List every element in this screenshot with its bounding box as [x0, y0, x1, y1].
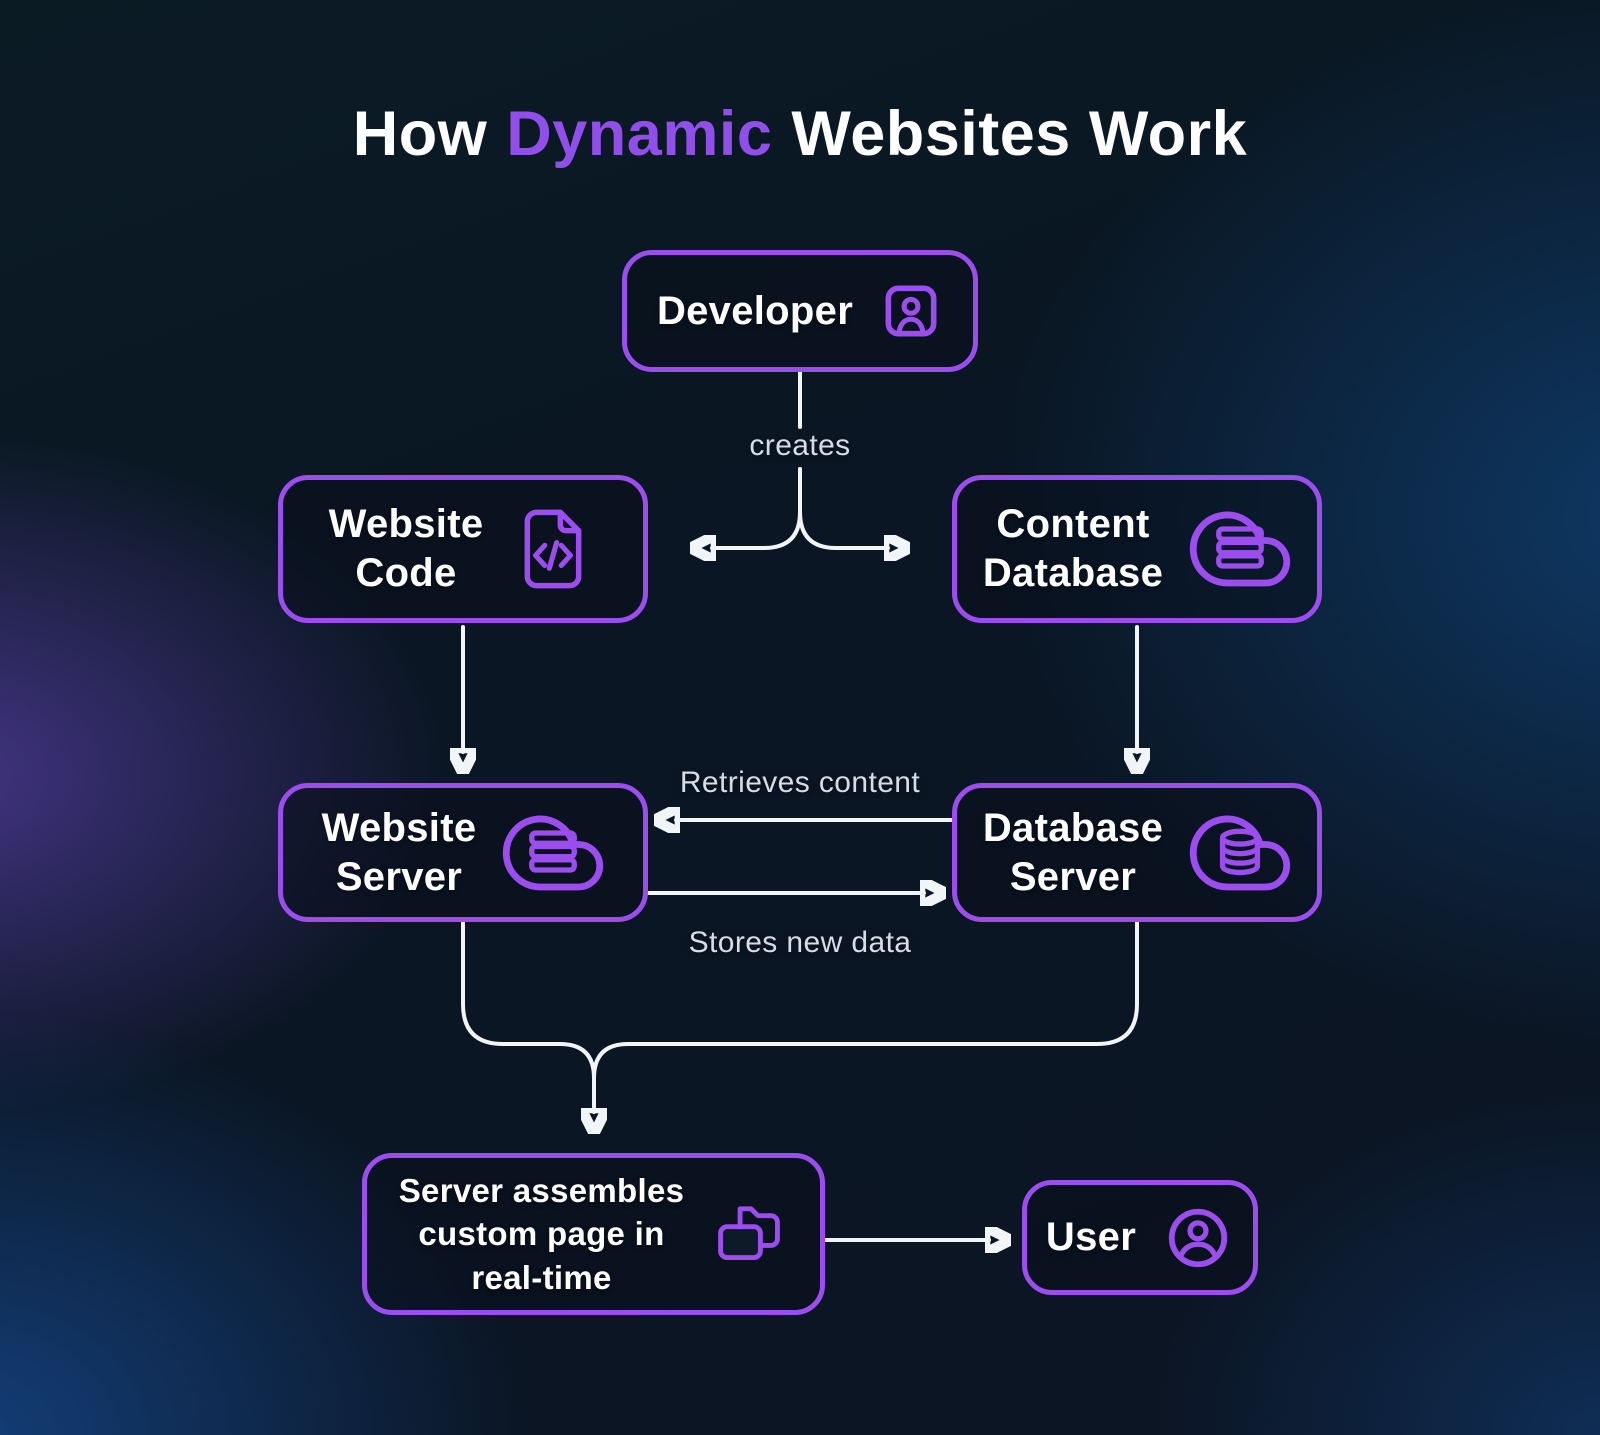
cloud-server-stack-icon — [503, 815, 604, 890]
page-title: How Dynamic Websites Work — [0, 98, 1600, 170]
cloud-database-cylinder-icon — [1189, 815, 1291, 890]
folders-icon — [718, 1206, 781, 1260]
node-website-server: Website Server — [278, 783, 648, 922]
node-label-website-code: Website Code — [328, 502, 484, 595]
edge-label-stores-new-data: Stores new data — [688, 926, 912, 959]
node-website-code: Website Code — [278, 475, 648, 623]
node-user: User — [1022, 1180, 1258, 1295]
edge-database-server-to-assembler — [592, 920, 1139, 1080]
edge-creates-to-content-database — [798, 467, 888, 548]
edge-creates-to-website-code — [712, 467, 802, 548]
node-label-server-assembler: Server assembles custom page in real-tim… — [398, 1171, 685, 1296]
node-label-database-server: Database Server — [982, 805, 1164, 899]
user-circle-icon — [1168, 1208, 1228, 1267]
title-highlight: Dynamic — [506, 99, 773, 169]
node-label-content-database: Content Database — [982, 502, 1164, 595]
node-label-website-server: Website Server — [321, 805, 477, 899]
node-label-user: User — [1045, 1215, 1137, 1260]
title-part-2: Websites Work — [791, 99, 1248, 169]
node-label-developer: Developer — [656, 288, 854, 333]
edge-website-server-to-assembler — [461, 920, 594, 1112]
edge-label-creates: creates — [749, 429, 851, 462]
node-database-server: Database Server — [952, 783, 1322, 922]
cloud-database-stack-icon — [1189, 511, 1291, 587]
code-file-icon — [524, 509, 582, 589]
node-content-database: Content Database — [952, 475, 1322, 623]
title-part-1: How — [352, 99, 488, 169]
person-badge-icon — [885, 285, 937, 337]
node-server-assembler: Server assembles custom page in real-tim… — [362, 1153, 825, 1315]
edge-label-retrieves-content: Retrieves content — [679, 766, 921, 799]
node-developer: Developer — [622, 250, 978, 372]
